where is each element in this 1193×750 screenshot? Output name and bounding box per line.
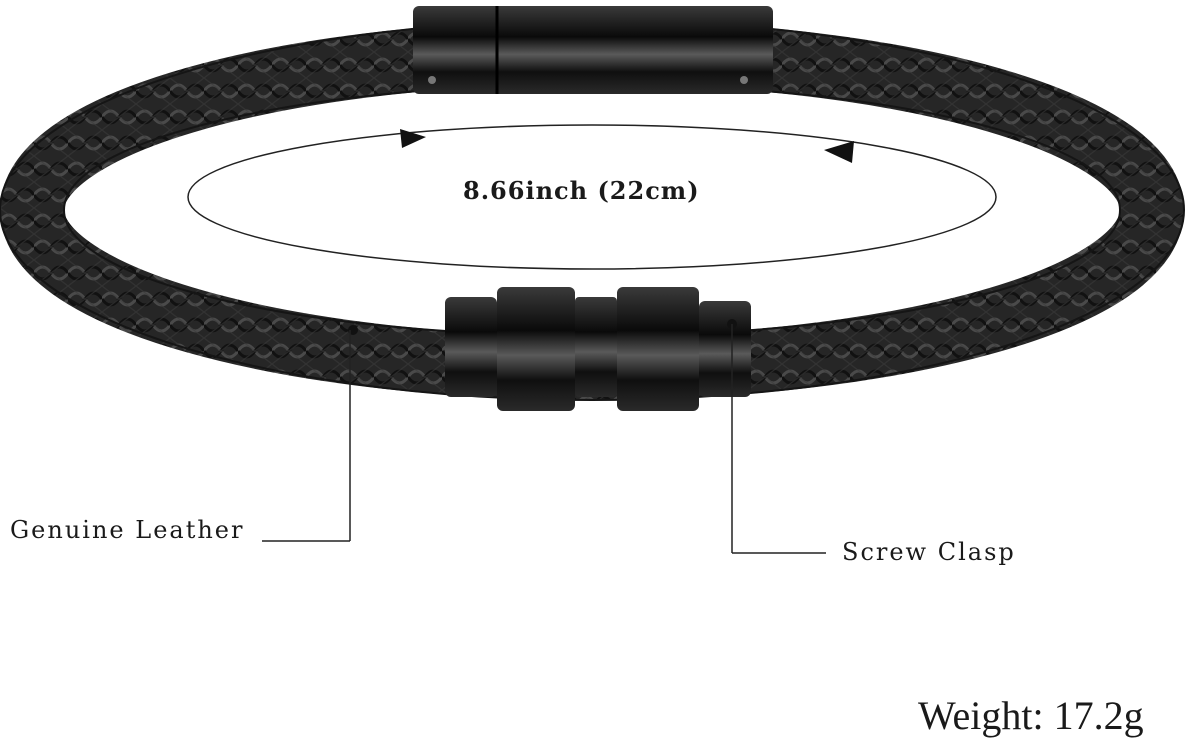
- leather-callout: [262, 325, 358, 542]
- clasp-callout: [727, 319, 826, 554]
- clasp-label: Screw Clasp: [842, 538, 1016, 566]
- arrow-right-icon: [400, 129, 426, 148]
- top-clasp: [413, 6, 773, 94]
- screw-clasp: [445, 287, 751, 411]
- circumference-label: 8.66inch (22cm): [463, 176, 700, 205]
- weight-label: Weight: 17.2g: [918, 693, 1144, 738]
- leather-label: Genuine Leather: [10, 516, 245, 544]
- arrow-left-icon: [824, 141, 854, 163]
- measurement-ellipse: [187, 124, 997, 270]
